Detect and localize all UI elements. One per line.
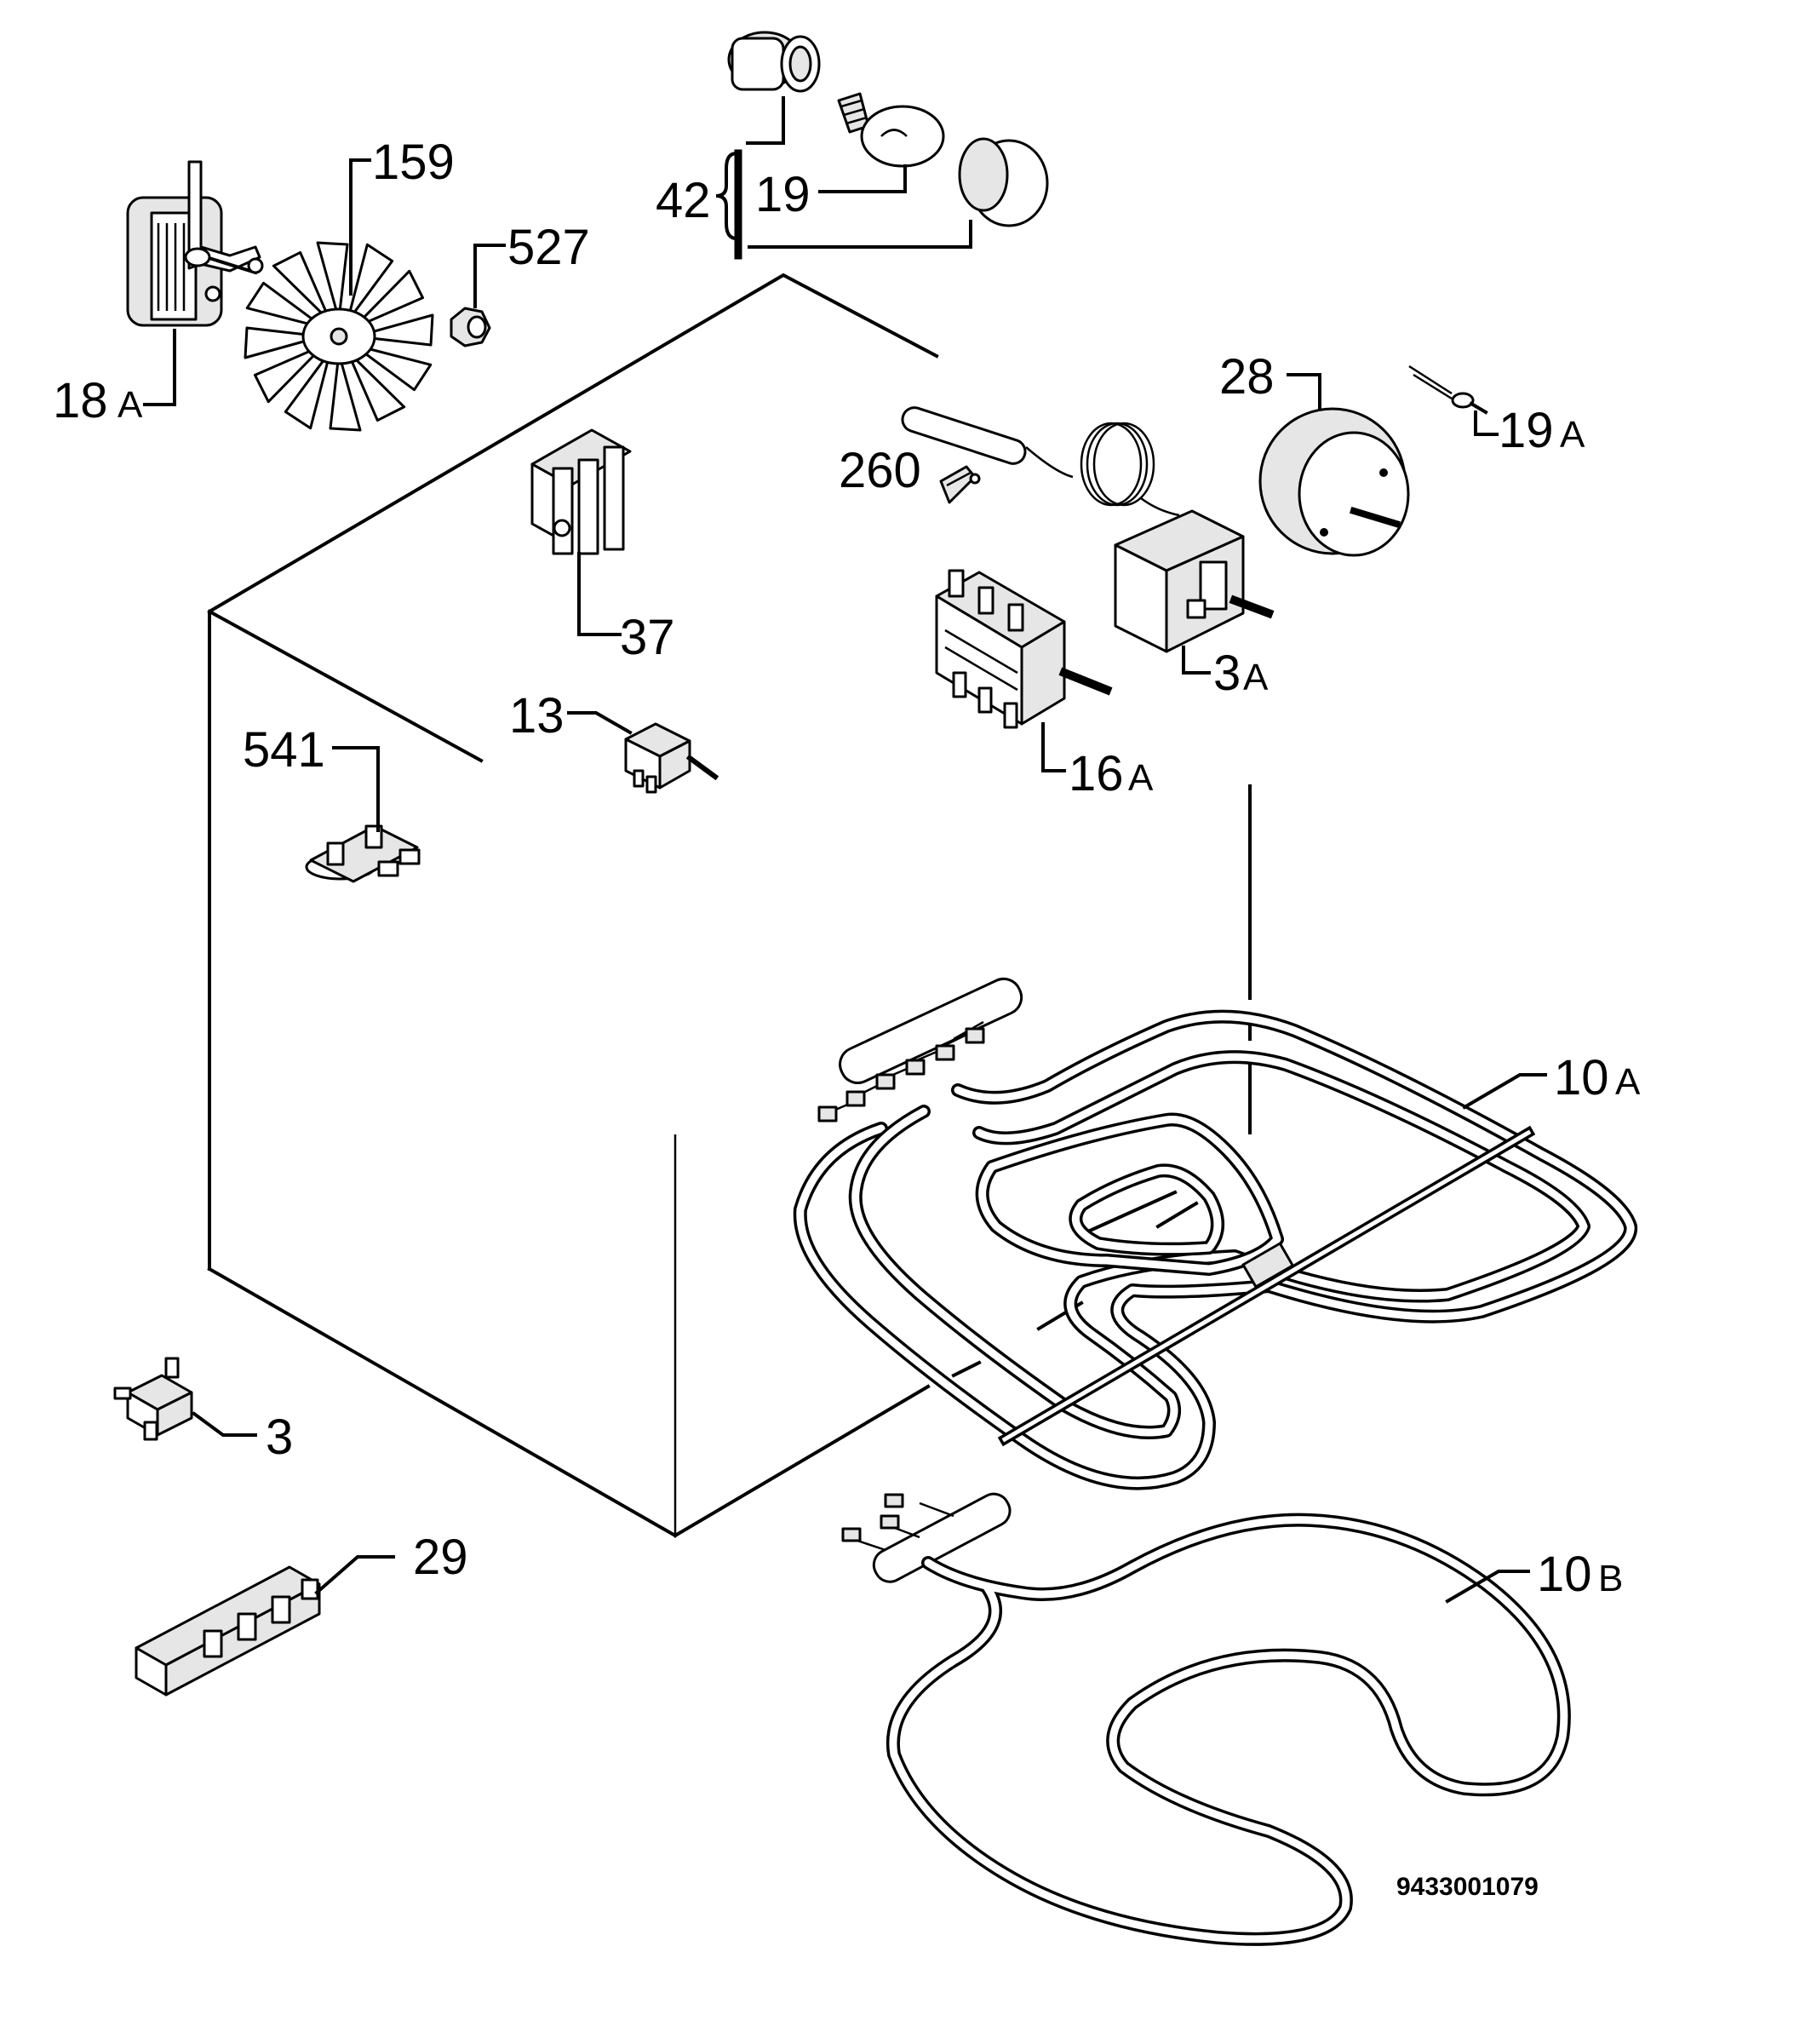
label-3a: 3 (1213, 646, 1241, 701)
label-13: 13 (509, 688, 565, 744)
label-18a: 18 (53, 373, 108, 428)
label-541: 541 (243, 722, 325, 778)
probe-clip-part: 260 (839, 443, 981, 504)
label-16a-suffix: A (1128, 757, 1154, 799)
sensor-probe-part: 19 A (1408, 365, 1585, 458)
selector-switch-part: 16 A (935, 569, 1154, 801)
label-10a: 10 (1554, 1050, 1609, 1105)
label-42: 42 (656, 173, 711, 228)
label-19: 19 (755, 167, 811, 222)
label-10b-suffix: B (1598, 1558, 1623, 1599)
terminal-bracket-part: 37 (530, 428, 675, 665)
label-3: 3 (266, 1410, 293, 1465)
thermostat-part: 3 A (901, 406, 1275, 701)
label-37: 37 (620, 610, 675, 665)
oven-cavity-outline (207, 273, 1252, 1538)
grill-heating-element: 10 A (793, 977, 1641, 1490)
push-switch-part: 13 (509, 688, 719, 794)
label-159: 159 (372, 135, 455, 190)
label-16a: 16 (1069, 746, 1124, 801)
timer-part: 28 (1219, 349, 1410, 557)
oven-lamp-assembly: 42 19 (656, 31, 1049, 260)
label-28: 28 (1219, 349, 1275, 405)
terminal-block-part: 541 (243, 722, 421, 883)
label-260: 260 (839, 443, 921, 498)
document-number: 9433001079 (1396, 1873, 1539, 1901)
fan-motor-part: 18 A (53, 160, 264, 428)
label-19a: 19 (1499, 403, 1554, 458)
label-10b: 10 (1537, 1547, 1592, 1602)
spark-generator-part: 29 (135, 1530, 468, 1697)
fan-blade-part: 159 (244, 135, 455, 432)
label-3a-suffix: A (1243, 657, 1269, 698)
bottom-heating-element: 10 B (841, 1492, 1623, 1946)
label-527: 527 (507, 220, 590, 275)
safety-thermostat-part: 3 (113, 1357, 293, 1465)
label-29: 29 (413, 1530, 468, 1585)
label-18a-suffix: A (117, 384, 143, 426)
label-19a-suffix: A (1560, 414, 1585, 456)
label-10a-suffix: A (1615, 1061, 1641, 1103)
fan-nut-part: 527 (450, 220, 590, 347)
